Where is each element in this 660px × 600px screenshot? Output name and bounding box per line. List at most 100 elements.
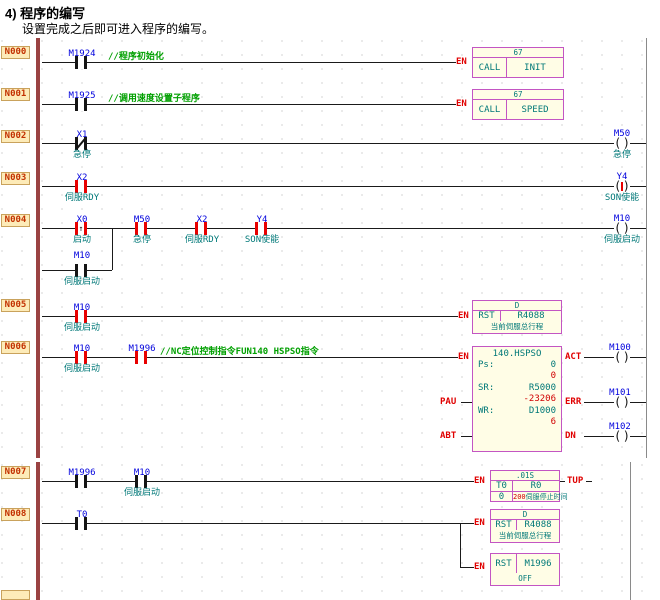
register-comment: 伺服停止时间 [525,493,568,501]
contact-bar [144,222,147,235]
opcode: CALL [473,58,507,77]
pau-pin: PAU [440,397,457,407]
param-key: Ps: [478,360,495,370]
network-box-n006[interactable]: N006 [1,341,30,354]
contact-x2[interactable] [195,222,207,235]
rst-block-m1996[interactable]: RST M1996 OFF [490,553,560,586]
coil-m50[interactable] [614,137,630,150]
contact-m1925[interactable] [75,98,87,111]
call-block-init[interactable]: 67 CALL INIT [472,47,564,78]
contact-bar [84,98,87,111]
contact-bar [75,222,78,235]
contact-m1924[interactable] [75,56,87,69]
hspso-function-block[interactable]: 140.HSPSO Ps: 0 0 SR: R5000 -23206 WR: D… [472,346,562,452]
contact-y4[interactable] [255,222,267,235]
block-row: CALL SPEED [473,100,563,119]
en-pin: EN [458,311,469,321]
param-current: -23206 [523,394,556,404]
preset-value: 200 [513,493,526,501]
network-box-partial[interactable] [1,590,30,600]
network-box-n007[interactable]: N007 [1,466,30,479]
block-row: CALL INIT [473,58,563,77]
contact-bar [75,517,78,530]
contact-name: M1996 [128,344,156,354]
wire [560,481,565,482]
rung-comment[interactable]: //NC定位控制指令FUN140 HSPSO指令 [160,347,319,357]
coil-m101[interactable] [614,396,630,409]
contact-m50[interactable] [135,222,147,235]
contact-desc: 伺服RDY [64,193,100,203]
call-block-speed[interactable]: 67 CALL SPEED [472,89,564,120]
coil-m102[interactable] [614,430,630,443]
contact-bar [264,222,267,235]
param-value: R5000 [528,383,556,393]
contact-m1996[interactable] [75,475,87,488]
wire [586,481,592,482]
contact-m10-branch[interactable] [75,264,87,277]
contact-bar [84,180,87,193]
en-pin: EN [474,476,485,486]
wire [630,228,646,229]
contact-name: X2 [76,173,88,183]
en-pin: EN [458,352,469,362]
timer-name: T0 [491,481,513,491]
wire [460,567,474,568]
coil-desc: 伺服启动 [603,235,640,245]
coil-m10[interactable] [614,222,630,235]
operand: R4088 [517,311,545,321]
contact-bar [84,351,87,364]
contact-bar [75,180,78,193]
power-rail-left [36,38,40,458]
coil-desc: SON使能 [604,193,640,203]
network-box-n000[interactable]: N000 [1,46,30,59]
wire [42,228,614,229]
coil-m100[interactable] [614,351,630,364]
block-title: 140.HSPSO [492,349,542,359]
contact-x1-nc[interactable] [74,136,87,151]
contact-x2[interactable] [75,180,87,193]
wire [630,143,646,144]
coil-name: M50 [613,129,631,139]
contact-bar [135,351,138,364]
wire [584,402,614,403]
opcode: RST [473,311,501,321]
abt-pin: ABT [440,431,457,441]
block-row: RST R4088 [491,520,559,530]
contact-m10[interactable] [75,310,87,323]
contact-bar [255,222,258,235]
contact-bar [75,137,78,150]
contact-bar [144,351,147,364]
rung-comment[interactable]: //程序初始化 [108,52,164,62]
rung-comment[interactable]: //调用速度设置子程序 [108,94,200,104]
contact-m10[interactable] [75,351,87,364]
coil-y4[interactable] [614,180,630,193]
contact-name: Y4 [256,215,268,225]
contact-desc: 伺服启动 [123,488,160,498]
rst-block-r4088[interactable]: D RST R4088 当前伺服总行程 [472,300,562,334]
param-current: 6 [550,417,556,427]
contact-m1996[interactable] [135,351,147,364]
contact-name: M1925 [68,91,96,101]
block-row: T0 R0 [491,481,559,491]
wire [112,228,113,270]
wire [42,143,614,144]
network-box-n001[interactable]: N001 [1,88,30,101]
operand: M1996 [524,558,552,569]
network-box-n005[interactable]: N005 [1,299,30,312]
coil-desc: 急停 [612,150,631,160]
rst-block-r4088[interactable]: D RST R4088 当前伺服总行程 [490,509,560,543]
contact-x0[interactable] [75,222,87,235]
network-box-n004[interactable]: N004 [1,214,30,227]
network-box-n008[interactable]: N008 [1,508,30,521]
network-box-n002[interactable]: N002 [1,130,30,143]
coil-name: M100 [609,343,631,353]
contact-t0[interactable] [75,517,87,530]
network-box-n003[interactable]: N003 [1,172,30,185]
coil-name: M10 [613,214,631,224]
operand: R4088 [524,520,552,530]
contact-m10[interactable] [135,475,147,488]
wire [630,402,646,403]
